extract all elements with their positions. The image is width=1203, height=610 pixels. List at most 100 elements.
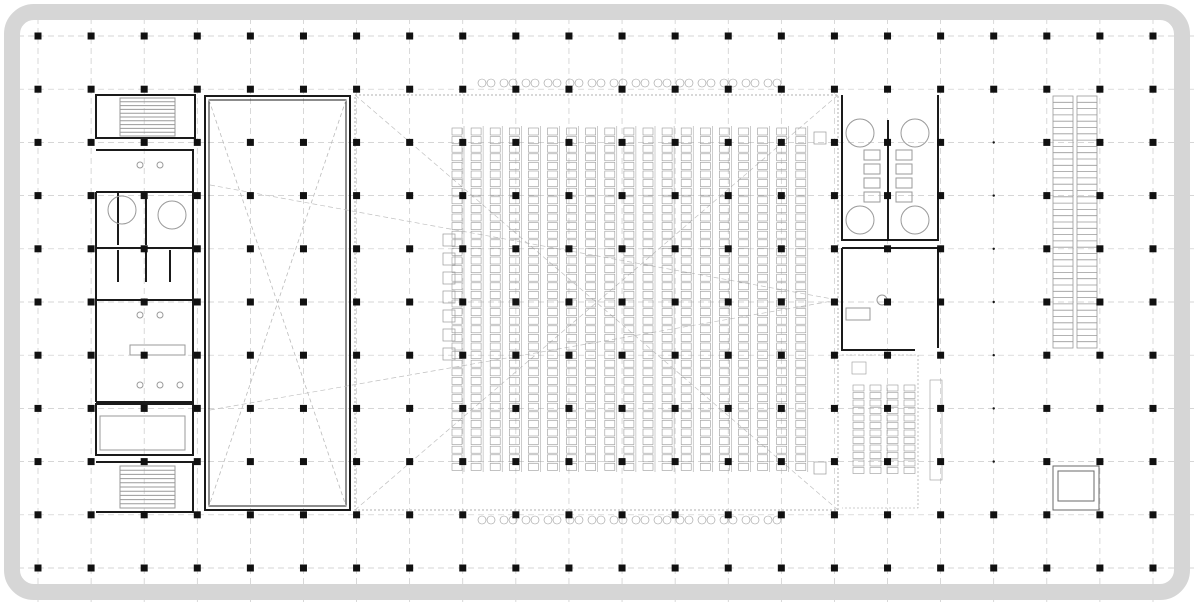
structural-column <box>565 192 573 200</box>
structural-column <box>884 138 892 146</box>
seat <box>604 265 616 273</box>
seat <box>547 437 558 445</box>
seat <box>757 213 768 222</box>
seat <box>566 334 577 342</box>
seat <box>642 239 654 248</box>
seat <box>661 291 673 299</box>
column-marker <box>992 354 995 357</box>
seat <box>757 359 768 368</box>
seat <box>642 256 654 265</box>
seat <box>903 467 916 474</box>
seat <box>489 368 501 377</box>
seat <box>585 325 597 334</box>
sink-fixture <box>136 161 144 169</box>
seat <box>489 187 501 196</box>
structural-column <box>618 32 626 40</box>
structural-column <box>299 298 307 306</box>
seat <box>566 428 577 437</box>
structural-column <box>299 245 307 253</box>
seat <box>528 368 539 377</box>
structural-column <box>140 85 148 93</box>
seat <box>489 377 501 385</box>
seat <box>852 444 865 452</box>
seat <box>738 196 749 205</box>
seat <box>795 359 807 368</box>
seat <box>903 452 916 459</box>
seat <box>699 411 711 420</box>
seat <box>528 187 539 196</box>
seat <box>566 179 577 187</box>
seat <box>528 334 539 342</box>
seat <box>852 414 865 422</box>
table-seat-top <box>741 78 751 88</box>
seat <box>604 368 616 377</box>
structural-column <box>830 404 838 412</box>
accessible-space-right <box>813 461 827 475</box>
structural-column <box>246 564 254 572</box>
seat <box>738 334 749 342</box>
seat <box>642 437 654 445</box>
seat <box>699 136 711 144</box>
seat <box>604 248 616 256</box>
seat <box>719 428 730 437</box>
seat <box>661 359 673 368</box>
seat <box>757 402 768 411</box>
structural-column <box>1096 138 1104 146</box>
seat <box>547 359 558 368</box>
seat <box>585 351 597 359</box>
seat <box>585 127 597 136</box>
seat <box>528 377 539 385</box>
seat <box>795 394 807 402</box>
seat <box>585 282 597 291</box>
structural-column <box>1149 564 1157 572</box>
structural-column <box>512 351 520 359</box>
sink-fixture <box>176 381 184 389</box>
seat <box>795 316 807 325</box>
structural-column <box>1043 351 1051 359</box>
seat <box>451 385 463 394</box>
seat <box>508 291 520 299</box>
seat <box>776 127 788 136</box>
structural-column <box>618 85 626 93</box>
structural-column <box>406 404 414 412</box>
seat <box>451 282 463 291</box>
structural-column <box>353 351 361 359</box>
seat <box>470 334 482 342</box>
seat <box>508 230 520 239</box>
seat <box>585 334 597 342</box>
structural-column <box>512 298 520 306</box>
structural-column <box>246 138 254 146</box>
seat <box>869 414 882 422</box>
seat <box>642 334 654 342</box>
structural-column <box>246 245 254 253</box>
seat <box>886 467 899 474</box>
seat <box>528 351 539 359</box>
seat <box>604 445 616 454</box>
structural-column <box>193 85 201 93</box>
structural-column <box>459 404 467 412</box>
structural-column <box>937 511 945 519</box>
seat <box>661 222 673 230</box>
structural-column <box>246 511 254 519</box>
seat <box>470 273 482 282</box>
seat <box>508 437 520 445</box>
seat <box>642 308 654 316</box>
seat <box>508 256 520 265</box>
structural-column <box>193 245 201 253</box>
structural-column <box>565 245 573 253</box>
structural-column <box>1096 351 1104 359</box>
seat <box>528 291 539 299</box>
seat <box>869 467 882 474</box>
seat <box>508 385 520 394</box>
structural-column <box>140 32 148 40</box>
seat <box>757 368 768 377</box>
seat <box>738 428 749 437</box>
structural-column <box>671 564 679 572</box>
seat <box>886 422 899 429</box>
seat <box>699 230 711 239</box>
seat <box>699 402 711 411</box>
structural-column <box>246 85 254 93</box>
seat <box>585 342 597 351</box>
seat <box>508 325 520 334</box>
seat <box>642 411 654 420</box>
